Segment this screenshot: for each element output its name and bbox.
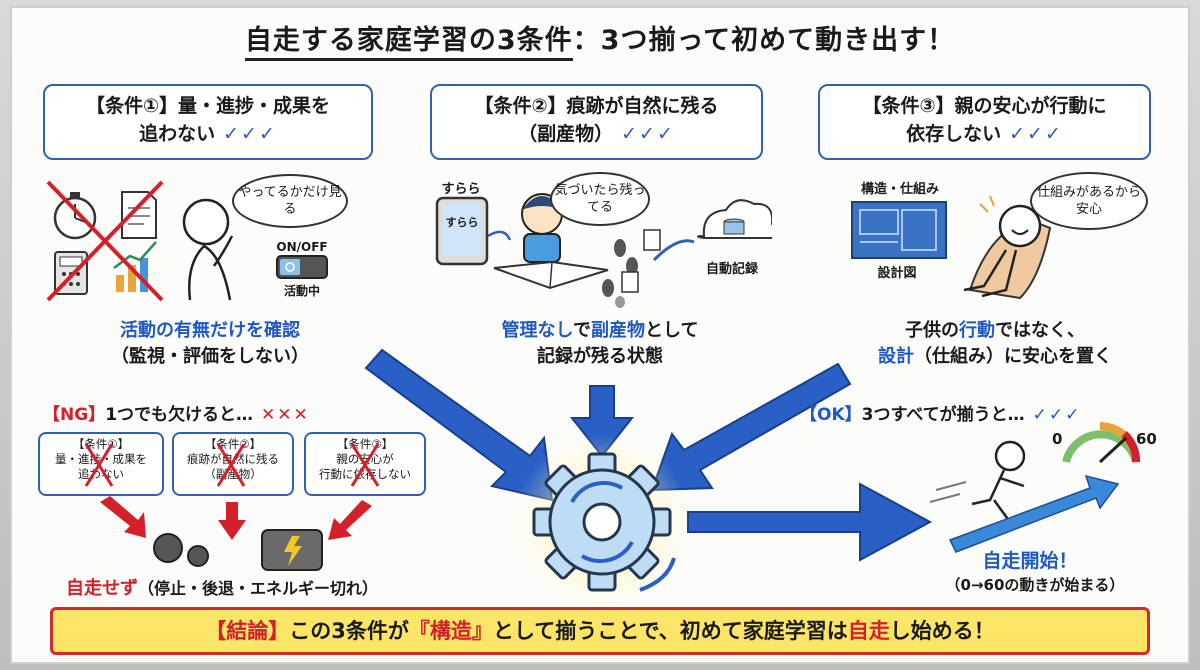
footprints-icon — [602, 239, 638, 308]
sparkle-lines-icon — [979, 195, 995, 213]
ng-header: 【NG】1つでも欠けると…✕✕✕ — [43, 405, 310, 425]
blueprint-top-label: 構造・仕組み — [860, 182, 939, 197]
ng-arrows — [100, 496, 372, 540]
panel3-thought-bubble: 仕組みがあるから安心 — [1030, 172, 1148, 230]
notes-icon — [621, 229, 661, 293]
title-sub: ：3つ揃って初めて動き出す！ — [572, 25, 956, 56]
bar-chart-icon — [113, 241, 157, 292]
gauge-min: 0 — [1052, 430, 1063, 448]
gauge-max: 60 — [1136, 430, 1157, 448]
panel1-caption-line2: （監視・評価をしない） — [111, 346, 309, 367]
toggle-status: 活動中 — [283, 284, 320, 298]
engine-warning-icon — [261, 529, 323, 571]
panel1-thought-bubble: やってるかだけ見る — [232, 174, 348, 228]
document-icon — [121, 191, 157, 239]
stopped-gears-icon — [153, 533, 209, 567]
condition-2-line2: （副産物） — [518, 123, 614, 145]
condition-3-line1: 親の安心が行動に — [954, 95, 1107, 117]
tablet-icon — [435, 196, 489, 266]
tablet-arrow — [487, 230, 512, 241]
panel2-caption: 管理なしで副産物として 記録が残る状態 — [440, 318, 760, 370]
ng-result: 自走せず（停止・後退・エネルギー切れ） — [66, 578, 379, 599]
condition-1-line1: 量・進捗・成果を — [178, 95, 331, 117]
ok-result-sub: （0→60の動きが始まる） — [945, 576, 1125, 594]
thinking-person-icon — [182, 198, 234, 301]
speed-lines — [929, 481, 967, 503]
toggle-switch-icon — [276, 255, 328, 279]
condition-2-tag: 【条件②】 — [474, 95, 567, 117]
toggle-label: ON/OFF — [276, 240, 328, 254]
gear-rotation-arrow — [639, 557, 676, 592]
relaxing-person-icon — [963, 204, 1052, 300]
condition-3-line2: 依存しない — [906, 123, 1002, 145]
record-label: 自動記録 — [705, 262, 758, 277]
record-arrow — [652, 239, 695, 262]
condition-3-tag: 【条件③】 — [862, 95, 955, 117]
panel2-thought-bubble: 気づいたら残ってる — [550, 172, 650, 226]
panel1-illustration — [46, 180, 328, 302]
stopwatch-icon — [53, 192, 97, 240]
tablet-screen-label: すらら — [445, 216, 479, 229]
blueprint-label: 設計図 — [877, 266, 917, 281]
condition-box-2: 【条件②】痕跡が自然に残る （副産物） ✓✓✓ — [430, 84, 763, 160]
condition-2-check: ✓✓✓ — [621, 123, 675, 145]
panel1-caption: 活動の有無だけを確認 （監視・評価をしない） — [60, 318, 360, 370]
panel2-illustration — [435, 193, 772, 308]
cloud-database-icon — [697, 199, 772, 239]
ok-header: 【OK】3つすべてが揃うと…✓✓✓ — [800, 405, 1082, 425]
panel3-caption: 子供の行動ではなく、 設計（仕組み）に安心を置く — [878, 320, 1112, 367]
condition-1-check: ✓✓✓ — [223, 123, 277, 145]
blueprint-icon — [851, 201, 947, 259]
ok-result: 自走開始！ — [982, 550, 1078, 572]
condition-2-line1: 痕跡が自然に残る — [566, 95, 719, 117]
condition-1-line2: 追わない — [139, 123, 216, 145]
title-main: 自走する家庭学習の3条件 — [244, 25, 573, 61]
panel2-caption-line2: 記録が残る状態 — [537, 346, 663, 367]
panel3-illustration — [851, 195, 1052, 300]
rising-arrow — [948, 474, 1120, 553]
condition-box-1: 【条件①】量・進捗・成果を 追わない ✓✓✓ — [43, 84, 373, 160]
tablet-top-label: すらら — [441, 182, 481, 197]
condition-1-tag: 【条件①】 — [85, 95, 179, 117]
arrow-gear-to-ok — [687, 482, 933, 562]
center-gear-icon — [532, 452, 672, 592]
condition-3-check: ✓✓✓ — [1009, 123, 1063, 145]
red-cross-mark — [46, 180, 164, 302]
panel1-caption-line1: 活動の有無だけを確認 — [120, 320, 300, 341]
condition-box-3: 【条件③】親の安心が行動に 依存しない ✓✓✓ — [818, 84, 1151, 160]
page-title: 自走する家庭学習の3条件：3つ揃って初めて動き出す！ — [0, 18, 1200, 61]
speed-gauge-icon — [1062, 422, 1140, 464]
conclusion-banner: 【結論】この3条件が『構造』として揃うことで、初めて家庭学習は自走し始める！ — [50, 607, 1150, 655]
